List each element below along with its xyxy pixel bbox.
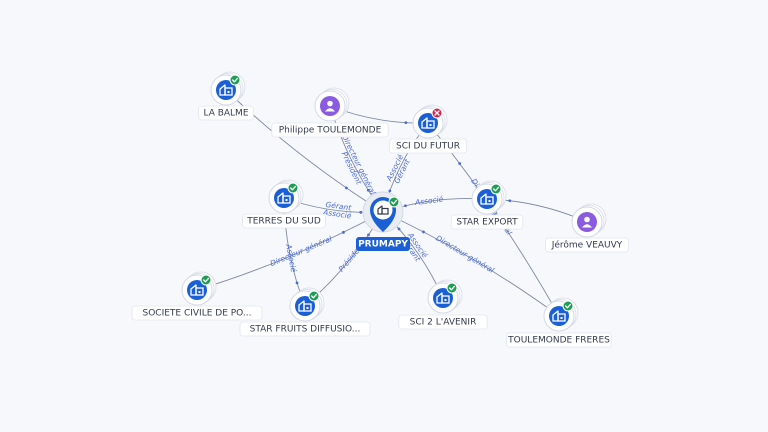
- node-star-export[interactable]: STAR EXPORT: [450, 180, 524, 230]
- node-societe-civile[interactable]: SOCIETE CIVILE DE PO...: [131, 271, 263, 321]
- edge-label: Associé: [322, 207, 353, 220]
- active-check-icon: [562, 300, 574, 312]
- node-label-box: [450, 214, 524, 230]
- node-label: SOCIETE CIVILE DE PO...: [143, 309, 252, 319]
- edge-arrow: [508, 199, 512, 203]
- building-icon: [219, 84, 233, 96]
- active-check-icon: [200, 274, 212, 286]
- node-terres-sud[interactable]: TERRES DU SUD: [242, 179, 326, 229]
- node-label: Philippe TOULEMONDE: [279, 126, 382, 136]
- edge-arrow: [366, 188, 370, 192]
- node-label-box: [198, 105, 254, 121]
- edge-arrow: [404, 121, 408, 125]
- edge-arrow: [388, 189, 392, 193]
- node-label: TOULEMONDE FRERES: [507, 336, 610, 346]
- edge-arrow: [404, 204, 407, 208]
- node-la-balme[interactable]: LA BALME: [198, 71, 254, 121]
- active-check-icon: [229, 74, 241, 86]
- nodes-layer: LA BALME Philippe TOULEMONDE SCI DU FUTUR T…: [131, 71, 629, 348]
- node-label-box: [398, 314, 488, 330]
- edge-arrow: [342, 230, 345, 234]
- node-label-box: [242, 213, 326, 229]
- center-pin-inner: [373, 200, 393, 220]
- active-check-icon: [446, 282, 458, 294]
- edge-arrow: [359, 210, 363, 214]
- building-icon: [552, 310, 566, 322]
- node-toulemonde-freres[interactable]: TOULEMONDE FRERES: [505, 297, 612, 348]
- edge-arrow: [344, 186, 348, 190]
- person-icon: [325, 100, 335, 112]
- node-jerome[interactable]: Jérôme VEAUVY: [545, 203, 629, 253]
- active-check-icon: [308, 290, 320, 302]
- node-philippe[interactable]: Philippe TOULEMONDE: [271, 87, 389, 138]
- node-center[interactable]: PRUMAPY: [356, 191, 410, 251]
- edge-arrow: [295, 281, 299, 285]
- building-icon: [377, 205, 389, 215]
- node-sci-futur[interactable]: SCI DU FUTUR: [388, 104, 467, 154]
- building-icon: [421, 117, 435, 129]
- edge-line: [382, 211, 560, 317]
- edge-arrow: [367, 233, 370, 237]
- node-label-box: [131, 305, 263, 321]
- node-label: STAR EXPORT: [456, 218, 518, 228]
- building-icon: [190, 284, 204, 296]
- node-label-box: [505, 332, 612, 348]
- node-star-fruits[interactable]: STAR FRUITS DIFFUSIO...: [239, 287, 371, 337]
- node-label-box: [271, 122, 389, 138]
- edge-label: Directeur général: [269, 234, 334, 268]
- edge-label: Associé: [414, 194, 445, 207]
- active-check-icon: [490, 183, 502, 195]
- inactive-cross-icon: [431, 107, 443, 119]
- edge-arrow: [422, 230, 425, 234]
- center-label-box: [356, 237, 410, 251]
- node-label: SCI 2 L'AVENIR: [410, 318, 477, 328]
- node-label-box: [239, 321, 371, 337]
- edge-line: [196, 211, 384, 291]
- node-label-box: [545, 237, 629, 253]
- node-label: SCI DU FUTUR: [396, 142, 460, 152]
- center-label: PRUMAPY: [358, 240, 408, 250]
- building-icon: [480, 193, 494, 205]
- building-icon: [277, 192, 291, 204]
- person-icon: [582, 216, 592, 228]
- node-label-box: [388, 138, 467, 154]
- active-check-icon: [287, 182, 299, 194]
- node-label: TERRES DU SUD: [246, 217, 321, 227]
- node-label: STAR FRUITS DIFFUSIO...: [250, 325, 361, 335]
- node-label: Jérôme VEAUVY: [551, 240, 623, 251]
- building-icon: [436, 292, 450, 304]
- edge-label: Directeur général: [434, 233, 496, 275]
- building-icon: [298, 300, 312, 312]
- edge-arrow: [397, 227, 401, 231]
- edge-arrow: [458, 162, 462, 165]
- active-check-icon: [388, 196, 400, 208]
- node-sci-avenir[interactable]: SCI 2 L'AVENIR: [398, 279, 488, 330]
- edge-label: Gérant: [325, 200, 353, 213]
- node-label: LA BALME: [203, 109, 248, 119]
